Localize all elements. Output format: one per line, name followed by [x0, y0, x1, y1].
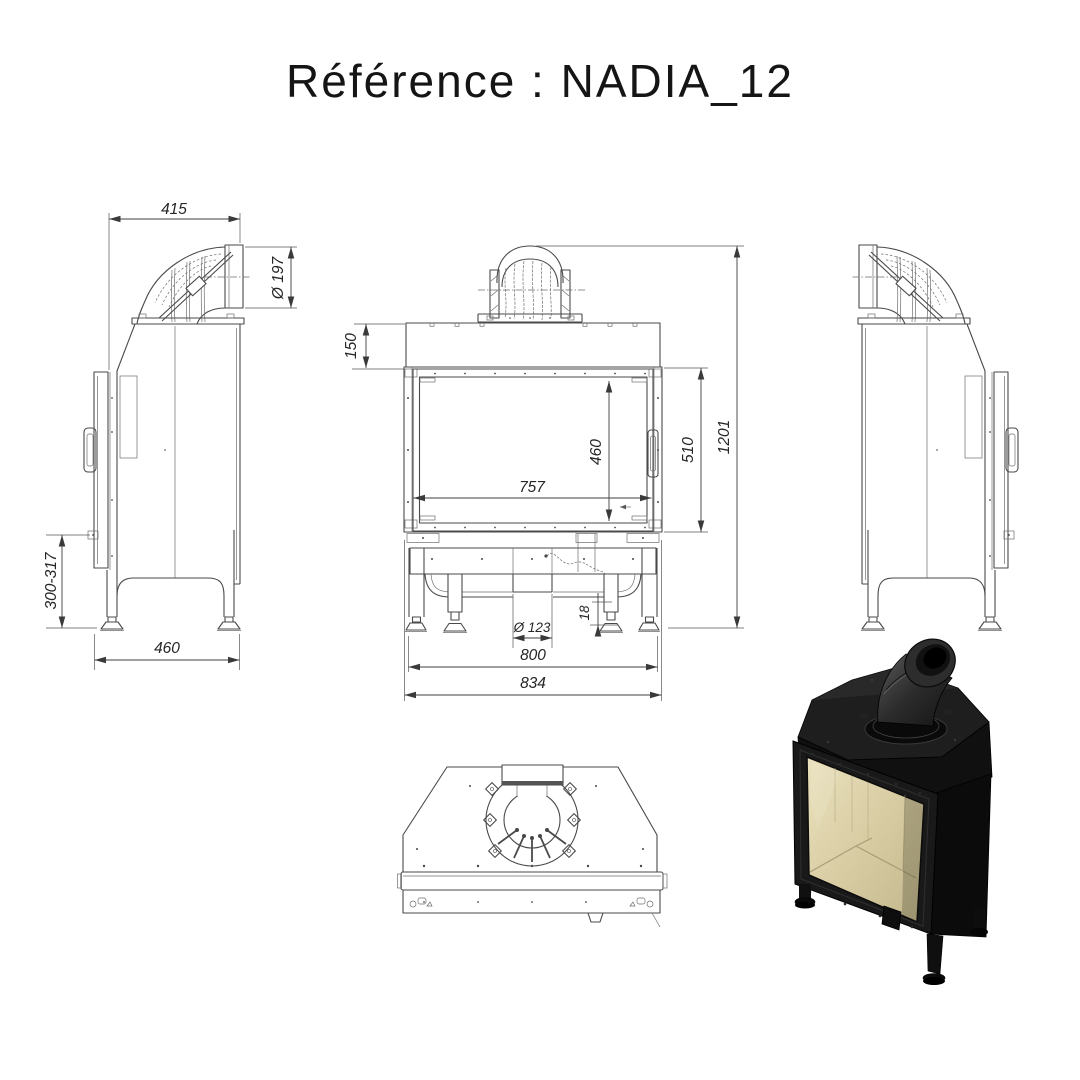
- dim-left-top-depth: 415: [161, 201, 187, 218]
- dim-front-intake-diameter: Ø 123: [513, 620, 551, 635]
- render-flue-elbow: [859, 638, 956, 745]
- render-legs: [794, 884, 988, 985]
- dim-front-glass-width: 757: [519, 479, 546, 496]
- dim-front-foot-height: 18: [577, 605, 592, 621]
- dim-front-overall-width: 834: [520, 675, 546, 692]
- left-view-dimensions: 415 Ø 197 300-317 460: [43, 201, 297, 670]
- right-side-view: [851, 244, 1019, 632]
- dim-left-base-clearance: 300-317: [43, 551, 60, 609]
- top-view: [397, 764, 668, 928]
- render-glass-interior: [809, 762, 924, 922]
- render-latch: [881, 905, 902, 931]
- render-glass: [806, 755, 925, 924]
- top-hinge-left: [409, 897, 433, 908]
- front-base: [405, 533, 660, 633]
- dim-left-flue-diameter: Ø 197: [270, 256, 287, 301]
- dim-front-overall-height: 1201: [716, 420, 733, 454]
- front-door-bolts: [434, 372, 646, 529]
- front-view: 150 460 757 510 1201 Ø 123 18: [343, 245, 744, 701]
- top-hinge-right: [629, 897, 654, 908]
- product-3d-render: [792, 638, 993, 985]
- page-title: Référence : NADIA_12: [286, 55, 794, 107]
- dim-front-door-height: 510: [680, 437, 697, 463]
- top-collar-bolts: [483, 782, 581, 858]
- top-flue-collar: [483, 764, 581, 867]
- left-side-view: 415 Ø 197 300-317 460: [43, 201, 297, 670]
- dim-front-hood-height: 150: [343, 333, 360, 359]
- front-door: [403, 366, 663, 533]
- front-flue-outlet: [477, 245, 586, 323]
- front-door-handle: [647, 429, 659, 478]
- top-front-bar: [397, 871, 668, 928]
- dim-front-glass-height: 460: [588, 439, 605, 465]
- dim-left-overall-depth: 460: [154, 640, 180, 657]
- dim-front-leg-span: 800: [520, 647, 546, 664]
- front-hood: [405, 322, 661, 368]
- front-view-dimensions: 150 460 757 510 1201 Ø 123 18: [343, 245, 744, 701]
